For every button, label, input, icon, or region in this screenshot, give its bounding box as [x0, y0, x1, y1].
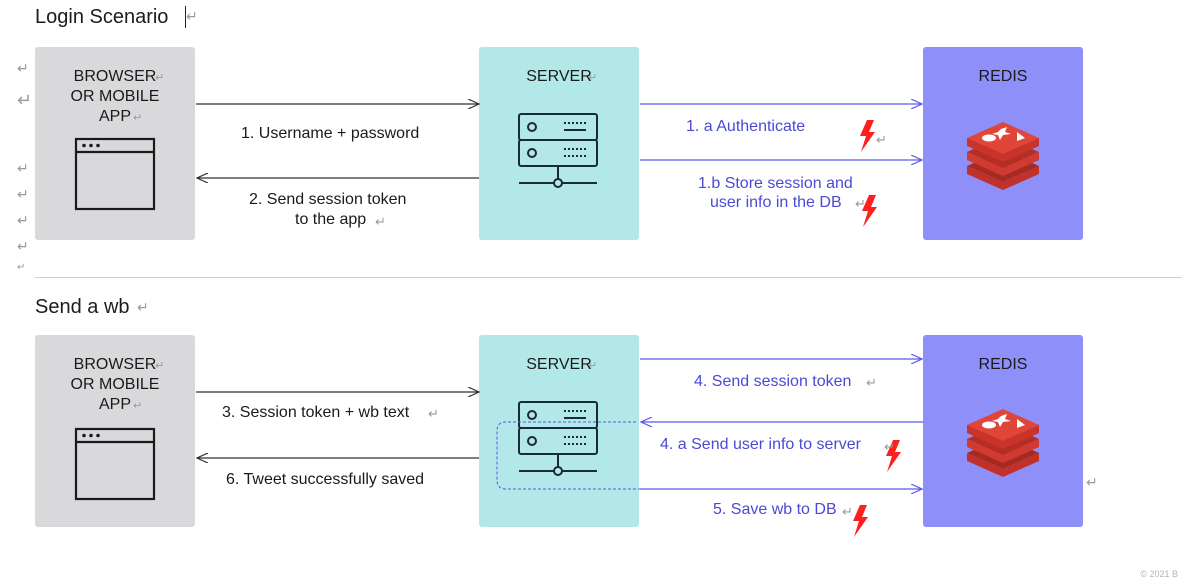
- paragraph-mark-icon: ↵: [155, 71, 164, 84]
- browser-label: BROWSER OR MOBILE APP: [70, 356, 160, 413]
- paragraph-mark-icon: ↵: [855, 197, 866, 212]
- section-title-send-wb: Send a wb: [35, 296, 130, 318]
- message-authenticate: 1. a Authenticate: [686, 118, 806, 135]
- paragraph-mark-icon: ↵: [588, 71, 597, 84]
- server-box-send: SERVER: [479, 335, 639, 527]
- paragraph-mark-icon: ↵: [17, 262, 26, 273]
- message-username-password: 1. Username + password: [241, 125, 420, 142]
- message-send-session-token: 2. Send session token: [249, 191, 407, 208]
- lightning-bolt-icon: [860, 120, 875, 152]
- redis-logo-icon: [967, 122, 1039, 190]
- paragraph-mark-icon: ↵: [155, 359, 164, 372]
- browser-label: BROWSER OR MOBILE APP: [70, 68, 160, 125]
- paragraph-mark-icon: ↵: [428, 407, 439, 422]
- paragraph-mark-icon: ↵: [375, 215, 386, 230]
- browser-window-icon: [74, 427, 156, 501]
- redis-label: REDIS: [978, 68, 1028, 85]
- browser-box-send: BROWSER OR MOBILE APP: [35, 335, 195, 527]
- paragraph-mark-icon: ↵: [17, 212, 29, 228]
- paragraph-mark-icon: ↵: [17, 238, 29, 254]
- message-session-token-wb: 3. Session token + wb text: [222, 404, 410, 421]
- message-store-session: 1.b Store session and: [698, 175, 853, 192]
- redis-logo-icon: [967, 409, 1039, 477]
- paragraph-mark-icon: ↵: [1086, 474, 1098, 490]
- paragraph-mark-icon: ↵: [866, 376, 877, 391]
- server-label: SERVER: [526, 68, 592, 85]
- message-send-session-token: 4. Send session token: [694, 373, 852, 390]
- paragraph-mark-icon: ↵: [133, 399, 142, 412]
- paragraph-mark-icon: ↵: [17, 90, 33, 110]
- browser-box-login: BROWSER OR MOBILE APP: [35, 47, 195, 240]
- message-send-user-info: 4. a Send user info to server: [660, 436, 861, 453]
- paragraph-mark-icon: ↵: [588, 359, 597, 372]
- paragraph-mark-icon: ↵: [17, 160, 29, 176]
- server-label: SERVER: [526, 356, 592, 373]
- server-icon: [518, 401, 598, 476]
- paragraph-mark-icon: ↵: [876, 133, 887, 148]
- text-cursor: [185, 6, 186, 28]
- copyright-text: © 2021 B: [1140, 569, 1178, 579]
- message-save-wb-db: 5. Save wb to DB: [713, 501, 837, 518]
- paragraph-mark-icon: ↵: [884, 440, 895, 455]
- paragraph-mark-icon: ↵: [17, 186, 29, 202]
- server-icon: [518, 113, 598, 188]
- paragraph-mark-icon: ↵: [842, 505, 853, 520]
- server-box-login: SERVER: [479, 47, 639, 240]
- redis-label: REDIS: [978, 356, 1028, 373]
- paragraph-mark-icon: ↵: [17, 60, 29, 76]
- message-tweet-saved: 6. Tweet successfully saved: [226, 471, 425, 488]
- section-title-login: Login Scenario: [35, 6, 169, 28]
- paragraph-mark-icon: ↵: [137, 299, 149, 315]
- message-to-the-app: to the app: [295, 211, 367, 228]
- section-divider: [35, 277, 1182, 278]
- paragraph-mark-icon: ↵: [186, 8, 198, 24]
- message-user-info-db: user info in the DB: [710, 194, 842, 211]
- paragraph-mark-icon: ↵: [133, 111, 142, 124]
- lightning-bolt-icon: [853, 505, 868, 537]
- browser-window-icon: [74, 137, 156, 211]
